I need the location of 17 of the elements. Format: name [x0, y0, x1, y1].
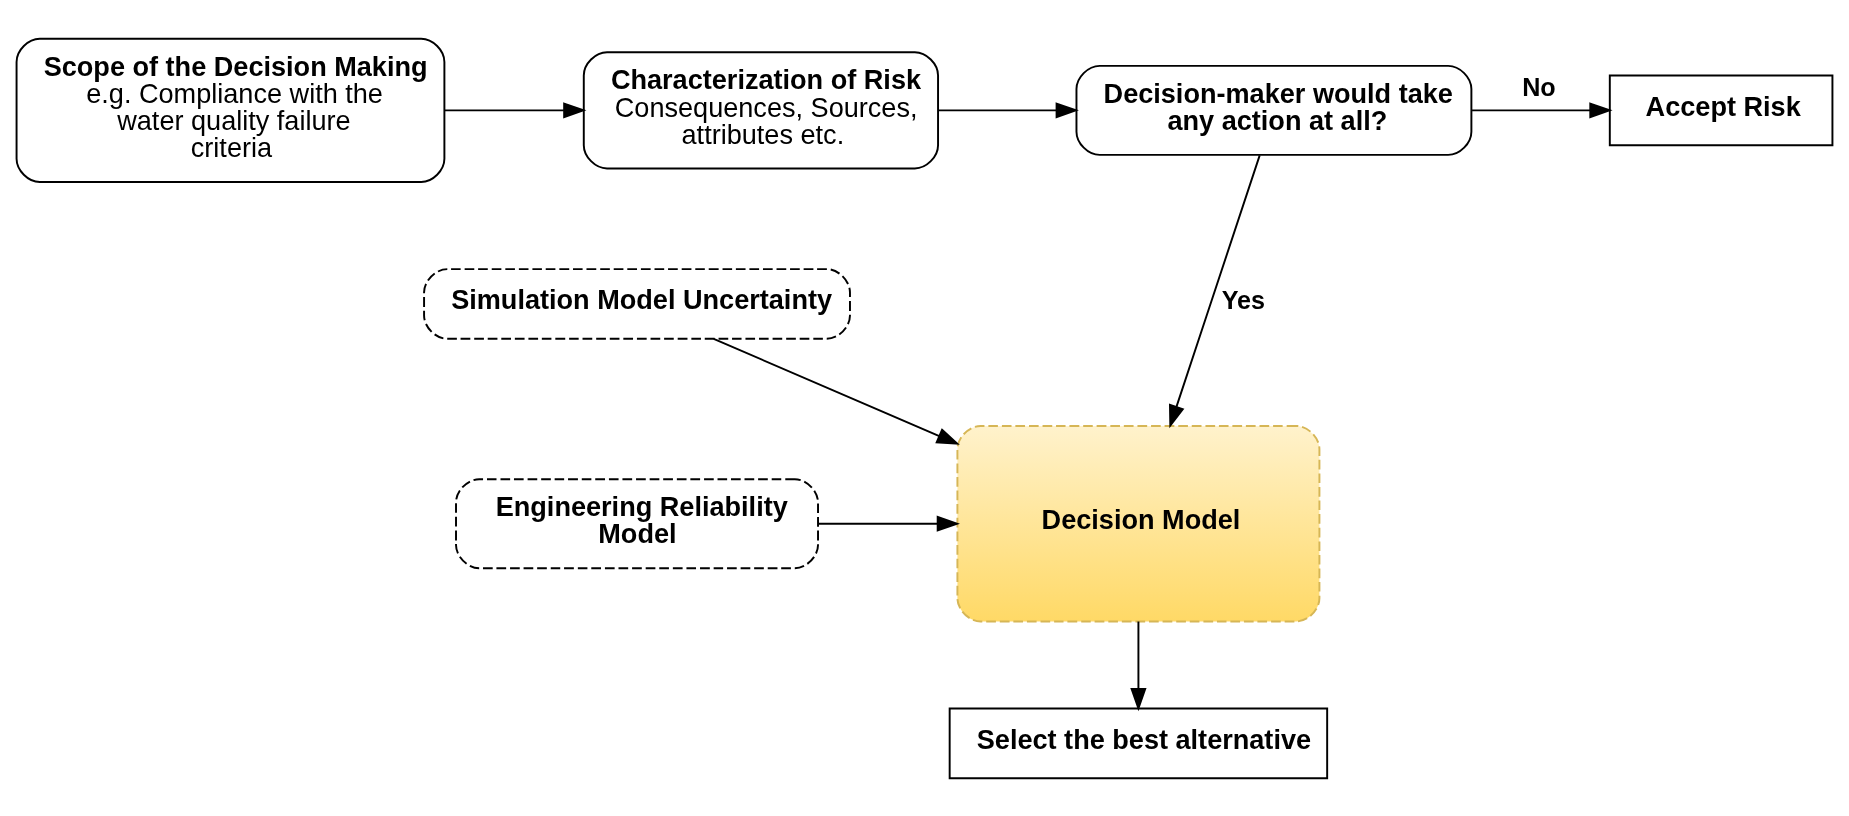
arrow [817, 515, 960, 532]
arrow [1168, 153, 1261, 428]
node-box: Scope of the Decision Making e.g. Compliance with the water quality failure criteria [15, 37, 446, 183]
node-box: Characterization of Risk Consequences, Sources, attributes etc. [582, 50, 939, 169]
arrow [1471, 101, 1613, 118]
edge-label: No [1522, 72, 1556, 101]
node-box: Decision Model [956, 424, 1321, 622]
node-box: Decision-maker would take any action at all? [1075, 64, 1473, 156]
node-box: Select the best alternative [948, 707, 1329, 779]
arrow [443, 101, 587, 118]
node-box: Simulation Model Uncertainty [423, 267, 851, 340]
arrow [712, 337, 960, 445]
arrow [1130, 620, 1147, 711]
node-box: Accept Risk [1608, 74, 1834, 146]
edge-label: Yes [1221, 285, 1266, 314]
arrow [937, 101, 1079, 118]
node-box: Engineering Reliability Model [455, 477, 819, 569]
